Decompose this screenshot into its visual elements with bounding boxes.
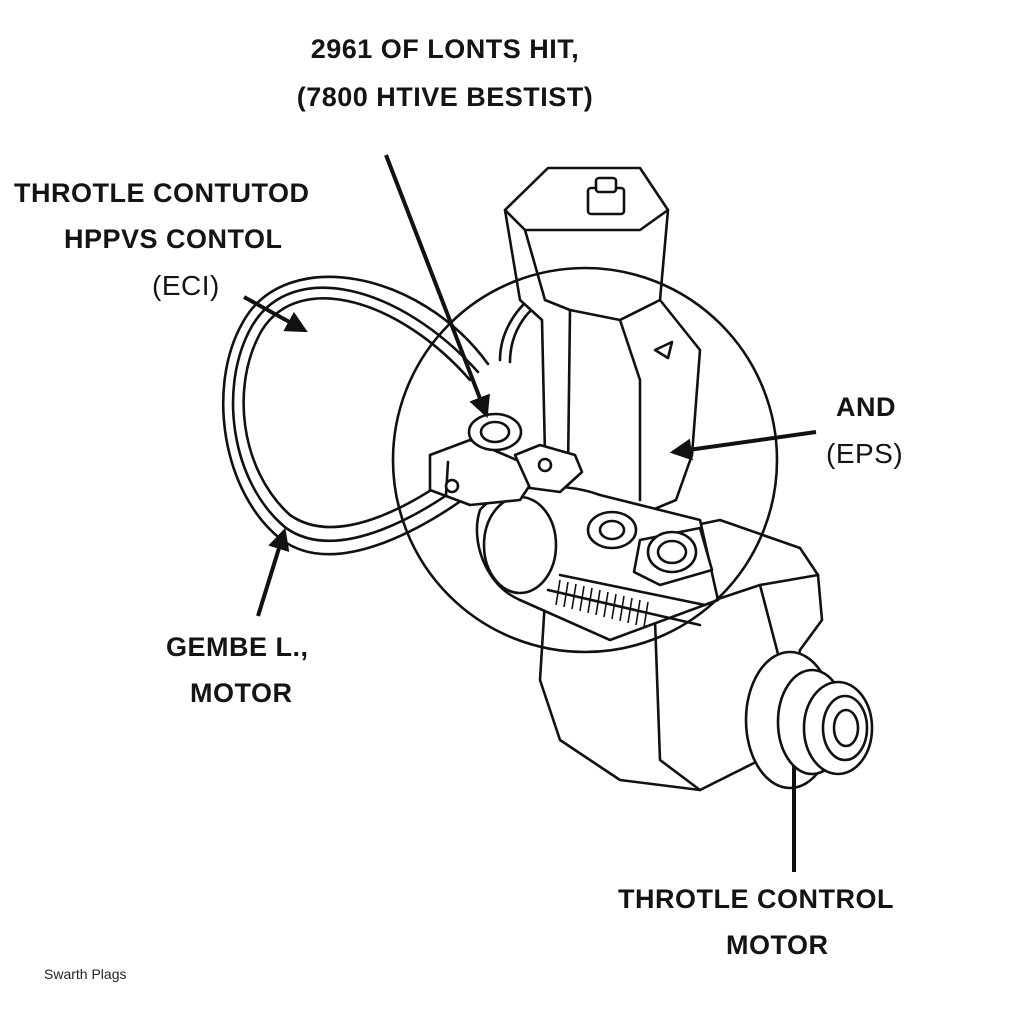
- label-gembe-motor: MOTOR: [190, 678, 293, 708]
- wire-harness: [221, 275, 550, 556]
- header-line-2: (7800 HTIVE BESTIST): [296, 82, 594, 112]
- watermark-text: Swarth Plags: [44, 966, 127, 982]
- throttle-housing-upper: [503, 166, 702, 522]
- label-hppvs-contol: HPPVS CONTOL: [64, 224, 283, 254]
- label-and: AND: [836, 392, 896, 422]
- header-line-1: 2961 OF LONTS HIT,: [310, 34, 580, 64]
- label-eps: (EPS): [826, 438, 904, 469]
- arrow-eps: [669, 430, 817, 461]
- highlight-circle: [391, 266, 779, 654]
- label-throttle-control: THROTLE CONTROL: [618, 884, 894, 914]
- label-eci: (ECI): [152, 270, 220, 301]
- arrow-gm-motor: [256, 527, 290, 617]
- label-gembe: GEMBE L.,: [166, 632, 309, 662]
- label-throttle-control-motor: MOTOR: [726, 930, 829, 960]
- sensor-bracket: [428, 412, 584, 507]
- arrow-header: [384, 154, 490, 419]
- motor-pulley: [744, 650, 874, 790]
- arrow-ecu: [243, 295, 308, 333]
- label-throttle-contutod: THROTLE CONTUTOD: [14, 178, 310, 208]
- motor-cylinder: [475, 485, 720, 642]
